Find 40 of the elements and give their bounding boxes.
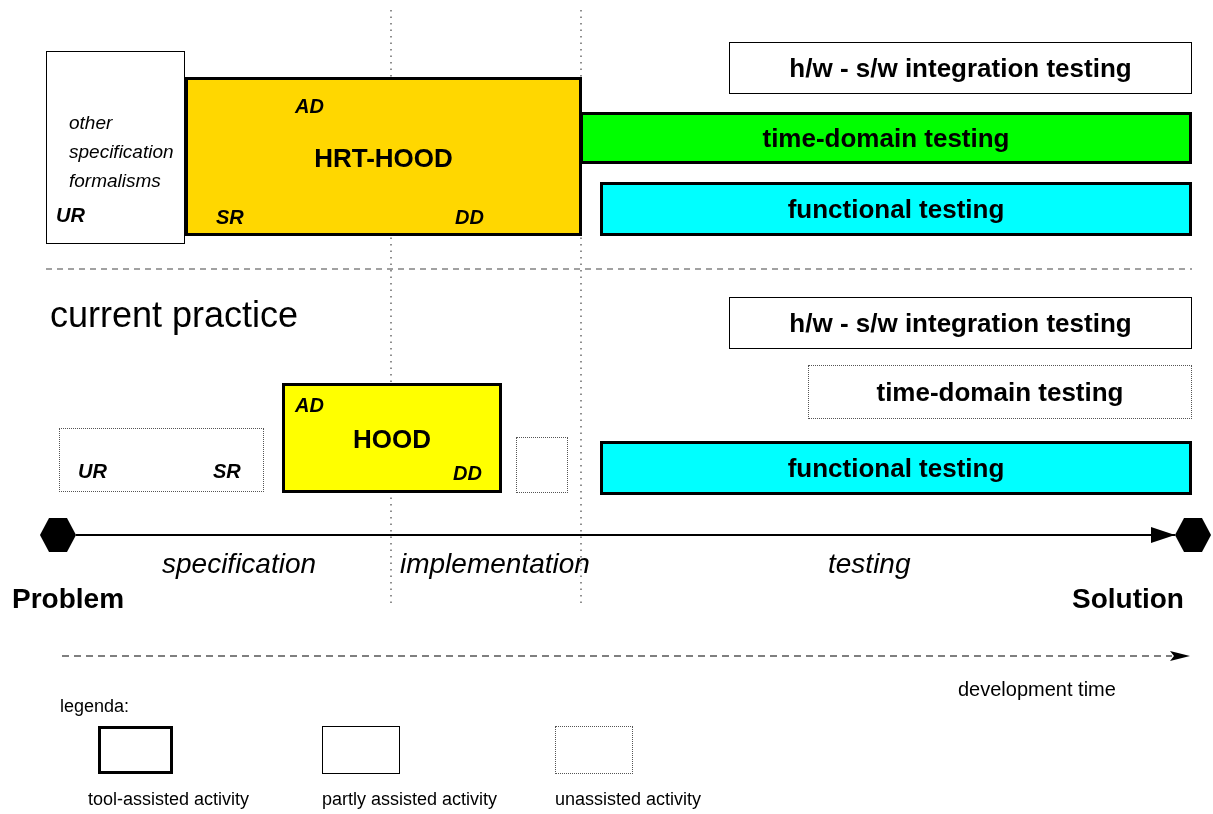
phase-abbreviation: SR: [213, 460, 241, 483]
section-heading: current practice: [50, 294, 299, 336]
activity-bar: [808, 365, 1192, 419]
legend-heading: legenda:: [60, 696, 130, 717]
activity-bar: [729, 42, 1192, 94]
activity-bar: [580, 112, 1192, 164]
activity-bar: [729, 297, 1192, 349]
phase-abbreviation: SR: [216, 206, 244, 229]
phase-label: specification: [162, 548, 317, 580]
endpoint-label: Problem: [12, 583, 125, 615]
legend-label: unassisted activity: [555, 789, 702, 810]
bar-label: functional testing: [787, 193, 1005, 225]
box-description: other specification formalisms: [69, 111, 175, 193]
phase-label: testing: [828, 548, 911, 580]
activity-box: [282, 383, 502, 493]
legend-label: partly assisted activity: [322, 789, 498, 810]
empty-activity-box: [516, 437, 568, 493]
phase-abbreviation: UR: [56, 204, 85, 227]
endpoint-label: Solution: [1072, 583, 1184, 615]
phase-abbreviation: DD: [455, 206, 484, 229]
phase-abbreviation: UR: [78, 460, 107, 483]
bar-label: h/w - s/w integration testing: [789, 52, 1132, 84]
legend-label: tool-assisted activity: [88, 789, 250, 810]
bar-label: h/w - s/w integration testing: [789, 307, 1132, 339]
bar-label: time-domain testing: [762, 122, 1010, 154]
activity-box: [59, 428, 264, 492]
activity-bar: [600, 182, 1192, 236]
box-title: HOOD: [353, 424, 431, 455]
phase-label: implementation: [400, 548, 590, 580]
phase-abbreviation: AD: [295, 394, 324, 417]
activity-box: [46, 51, 185, 244]
bar-label: time-domain testing: [876, 376, 1124, 408]
phase-abbreviation: DD: [453, 462, 482, 485]
activity-box: [185, 77, 582, 236]
activity-bar: [600, 441, 1192, 495]
box-title: HRT-HOOD: [314, 143, 453, 174]
axis-label: development time: [958, 678, 1116, 701]
timeline-arrow: [75, 527, 1176, 543]
phase-abbreviation: AD: [295, 95, 324, 118]
bar-label: functional testing: [787, 452, 1005, 484]
